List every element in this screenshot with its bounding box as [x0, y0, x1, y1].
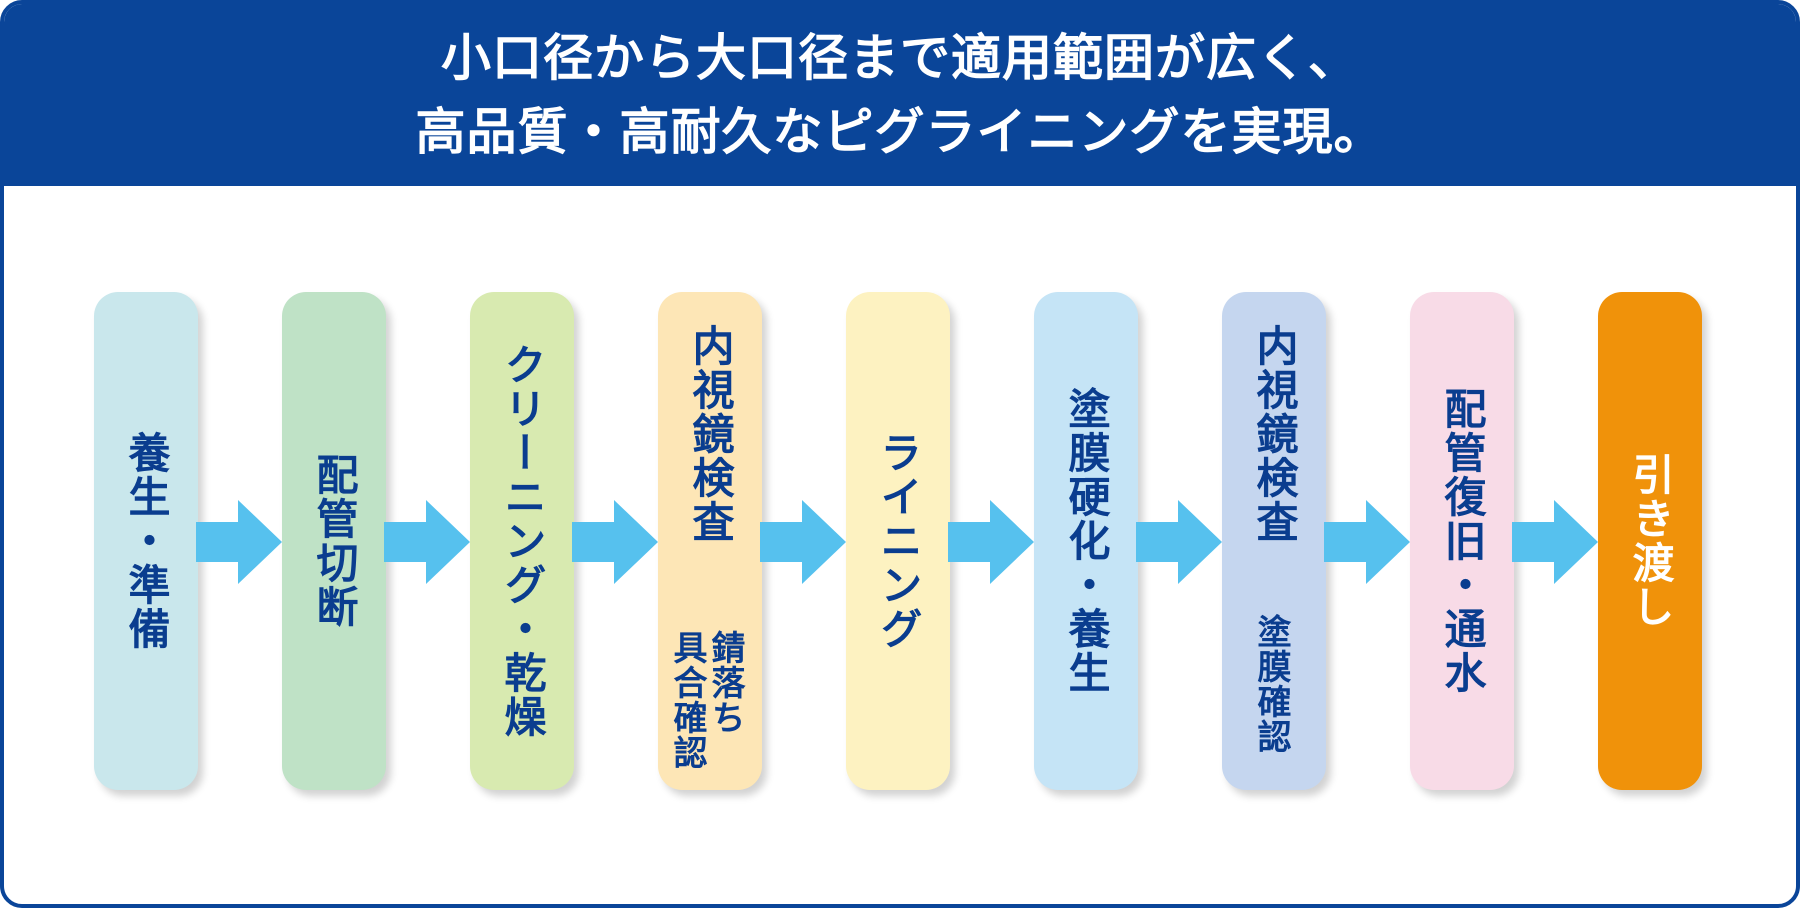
arrow-right-icon	[572, 500, 658, 584]
header-line-2: 高品質・高耐久なピグライニングを実現。	[415, 103, 1385, 161]
arrow-right-icon	[760, 500, 846, 584]
step-endoscope-inspection-rust: 内視鏡検査 錆落ち 具合確認	[658, 292, 762, 790]
step-sub-note: 塗膜確認	[1251, 614, 1291, 754]
arrow-right-icon	[948, 500, 1034, 584]
step-lining: ライニング	[846, 292, 950, 790]
process-flow: 養生・準備 配管切断 クリーニング・乾燥 内視鏡検査 錆落ち 具合確認 ライニン…	[4, 4, 1796, 904]
header-line-1: 小口径から大口径まで適用範囲が広く、	[441, 29, 1359, 87]
header-banner: 小口径から大口径まで適用範囲が広く、 高品質・高耐久なピグライニングを実現。	[4, 4, 1796, 186]
arrow-right-icon	[1136, 500, 1222, 584]
arrow-right-icon	[196, 500, 282, 584]
arrow-right-icon	[384, 500, 470, 584]
step-label: 配管切断	[310, 453, 359, 629]
step-label: 配管復旧・通水	[1438, 387, 1487, 695]
step-cleaning-drying: クリーニング・乾燥	[470, 292, 574, 790]
step-label: 塗膜硬化・養生	[1062, 387, 1111, 695]
step-sub-line-1: 錆落ち	[705, 630, 745, 735]
step-sub-line-1: 塗膜確認	[1251, 614, 1291, 754]
step-label: 内視鏡検査	[1250, 324, 1299, 544]
step-label: ライニング	[874, 431, 923, 651]
step-handover: 引き渡し	[1598, 292, 1702, 790]
step-pipe-restoration-water: 配管復旧・通水	[1410, 292, 1514, 790]
step-label: クリーニング・乾燥	[498, 343, 547, 739]
step-label: 養生・準備	[122, 431, 171, 651]
step-curing-preparation: 養生・準備	[94, 292, 198, 790]
step-label: 引き渡し	[1626, 453, 1675, 629]
step-endoscope-inspection-coating: 内視鏡検査 塗膜確認	[1222, 292, 1326, 790]
step-label: 内視鏡検査	[686, 324, 735, 544]
step-pipe-cutting: 配管切断	[282, 292, 386, 790]
step-sub-note: 錆落ち 具合確認	[667, 630, 745, 770]
step-coating-curing: 塗膜硬化・養生	[1034, 292, 1138, 790]
arrow-right-icon	[1512, 500, 1598, 584]
arrow-right-icon	[1324, 500, 1410, 584]
step-sub-line-2: 具合確認	[667, 630, 707, 770]
